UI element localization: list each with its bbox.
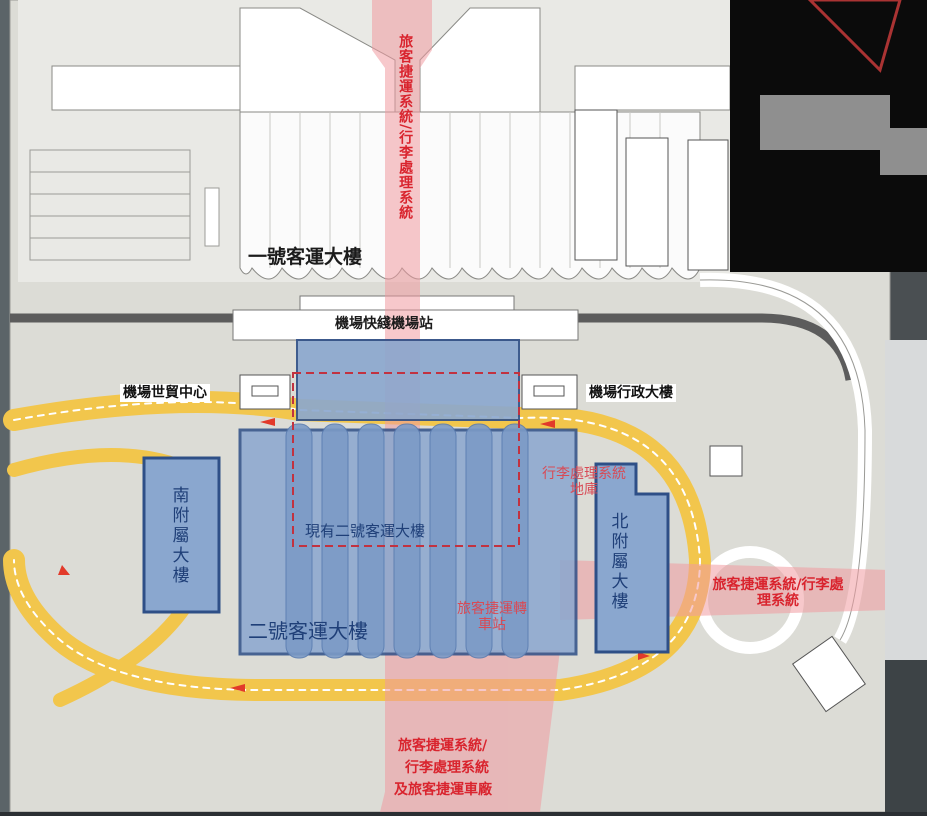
inset-photo-building <box>885 660 927 812</box>
small-building-rotated <box>792 635 866 713</box>
terminal-2 <box>238 339 578 659</box>
t1-label: 一號客運大樓 <box>248 246 363 268</box>
traffic-arrows <box>58 418 650 692</box>
apm-top-label: 旅客捷運系統/行李處理系統 <box>397 34 414 221</box>
airport-express-label: 機場快綫機場站 <box>335 316 433 332</box>
baggage-depot-label: 行李處理系統地庫 <box>542 466 626 499</box>
t1-piers <box>51 7 731 113</box>
world-trade-label: 機場世貿中心 <box>120 384 210 403</box>
apm-bottom-label-3: 及旅客捷運車廠 <box>394 782 492 798</box>
world-trade-centre-block <box>239 374 291 410</box>
admin-building-label: 機場行政大樓 <box>586 384 676 403</box>
t2-label: 二號客運大樓 <box>248 619 368 643</box>
south-annex <box>142 456 221 614</box>
apm-bottom-label-2: 行李處理系統 <box>405 760 489 776</box>
rail-line <box>10 313 855 381</box>
inset-render-slab <box>760 95 927 175</box>
right-buildings <box>574 109 729 271</box>
apm-right-label: 旅客捷運系統/行李處理系統 <box>712 577 844 610</box>
small-building <box>709 445 743 477</box>
south-annex-label: 南附屬大樓 <box>168 486 189 586</box>
apm-station-label: 旅客捷運轉車站 <box>457 601 527 634</box>
apm-bottom-label-1: 旅客捷運系統/ <box>398 738 488 754</box>
existing-t2-label: 現有二號客運大樓 <box>305 522 426 540</box>
north-annex-label: 北附屬大樓 <box>607 512 628 612</box>
car-parks <box>29 149 220 261</box>
north-annex <box>594 462 670 654</box>
admin-building-block <box>521 374 578 410</box>
inset-render-structure <box>807 0 902 73</box>
